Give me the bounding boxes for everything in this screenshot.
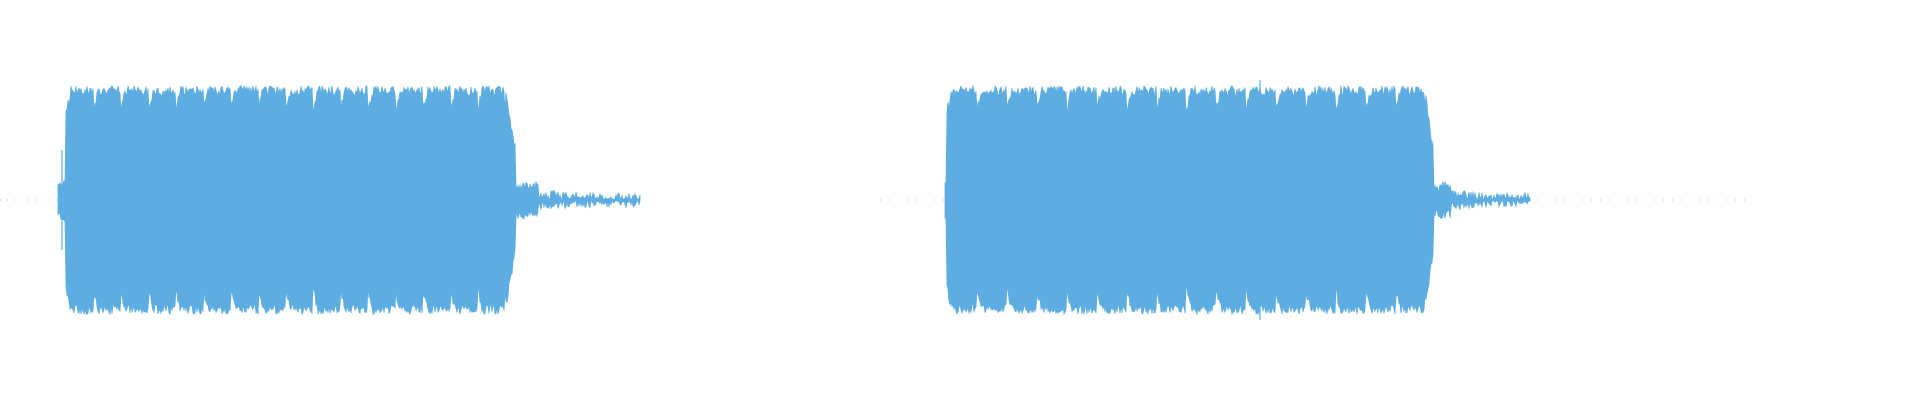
second-burst-waveform [944, 84, 1531, 316]
waveform-group [0, 80, 1750, 320]
first-burst-waveform [57, 84, 641, 316]
